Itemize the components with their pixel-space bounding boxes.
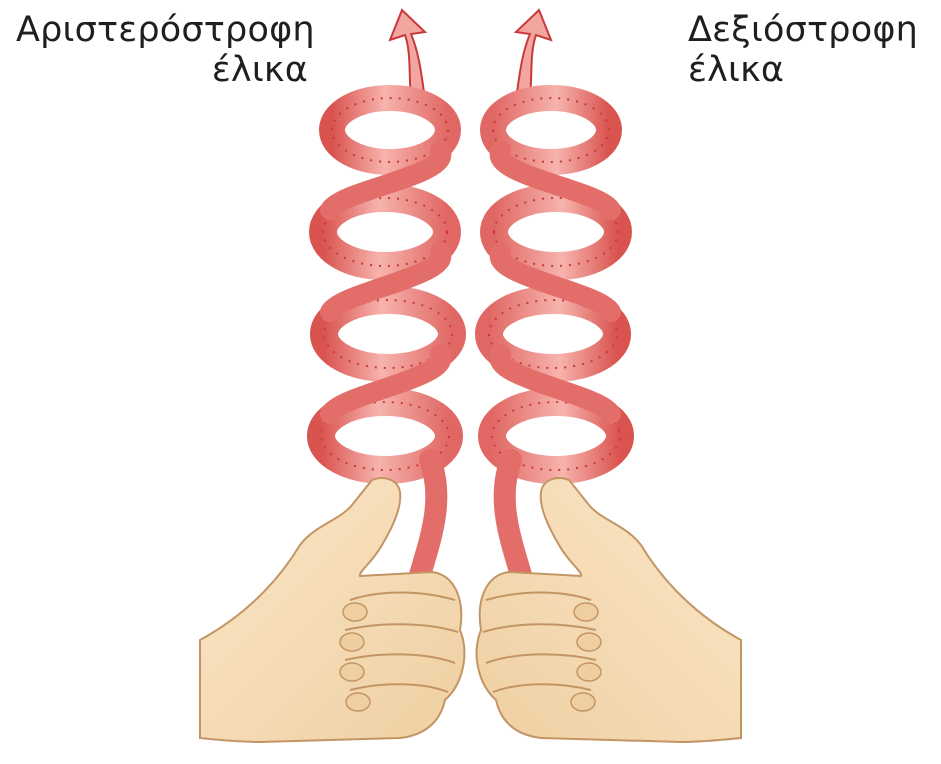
left-helix-label: Αριστερόστροφη έλικα — [16, 10, 308, 90]
right-handed-helix — [477, 10, 741, 742]
left-label-line2: έλικα — [16, 50, 308, 90]
right-label-line1: Δεξιόστροφη — [688, 10, 938, 50]
left-handed-helix — [200, 10, 464, 742]
left-label-line1: Αριστερόστροφη — [16, 10, 308, 50]
right-label-line2: έλικα — [688, 50, 938, 90]
right-helix-label: Δεξιόστροφη έλικα — [688, 10, 938, 90]
